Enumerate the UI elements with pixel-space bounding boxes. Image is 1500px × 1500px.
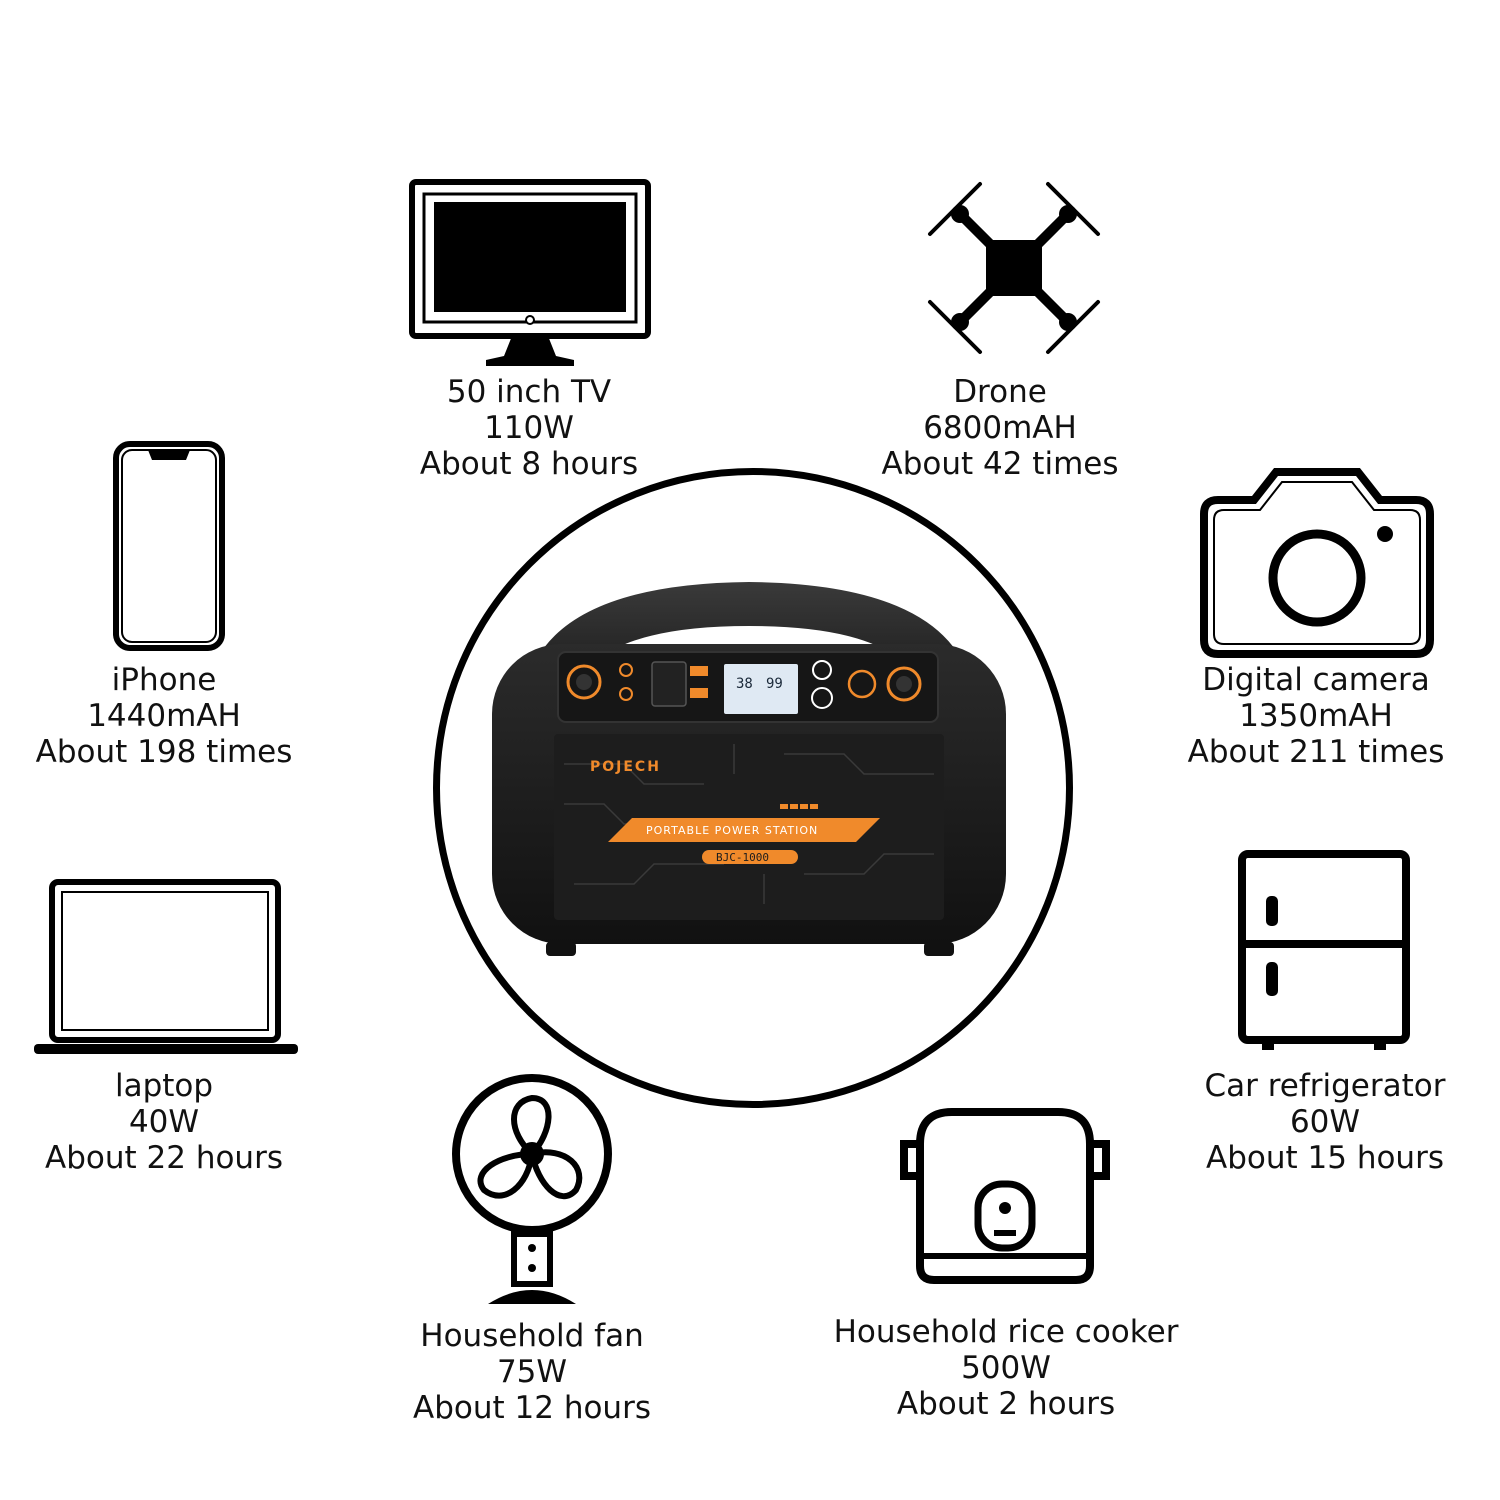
item-name: Household rice cooker: [833, 1314, 1179, 1350]
laptop-icon: [34, 879, 298, 1054]
item-duration: About 211 times: [1187, 734, 1445, 770]
item-name: Digital camera: [1202, 662, 1430, 698]
item-spec: 500W: [961, 1350, 1051, 1386]
phone-icon: [113, 441, 225, 651]
item-name: iPhone: [111, 662, 217, 698]
item-duration: About 12 hours: [413, 1390, 651, 1426]
phone-label: iPhone 1440mAH About 198 times: [14, 662, 314, 770]
item-spec: 40W: [128, 1104, 200, 1140]
fan-label: Household fan 75W About 12 hours: [382, 1318, 682, 1426]
refrigerator-icon: [1238, 850, 1410, 1050]
rice-cooker-label: Household rice cooker 500W About 2 hours: [806, 1314, 1206, 1422]
item-name: Household fan: [420, 1318, 644, 1354]
item-duration: About 8 hours: [419, 446, 639, 482]
item-spec: 75W: [496, 1354, 568, 1390]
item-duration: About 42 times: [881, 446, 1119, 482]
item-name: laptop: [114, 1068, 214, 1104]
item-duration: About 198 times: [35, 734, 293, 770]
brand-logo: POJECH: [590, 759, 661, 775]
laptop-label: laptop 40W About 22 hours: [14, 1068, 314, 1176]
item-name: Drone: [953, 374, 1047, 410]
item-spec: 60W: [1289, 1104, 1361, 1140]
camera-label: Digital camera 1350mAH About 211 times: [1166, 662, 1466, 770]
fan-icon: [452, 1074, 612, 1304]
item-name: 50 inch TV: [446, 374, 612, 410]
product-frame-circle: [433, 468, 1073, 1108]
rice-cooker-icon: [900, 1108, 1110, 1284]
item-duration: About 15 hours: [1206, 1140, 1444, 1176]
drone-icon: [928, 182, 1100, 354]
item-name: Car refrigerator: [1204, 1068, 1446, 1104]
power-station-image: 38 99 POJECH PORTABLE POWER STATION BJC-…: [492, 582, 1006, 956]
product-subtitle: PORTABLE POWER STATION: [646, 824, 818, 837]
item-spec: 6800mAH: [923, 410, 1077, 446]
product-model: BJC-1000: [716, 851, 769, 864]
item-spec: 110W: [484, 410, 574, 446]
tv-icon: [409, 179, 651, 366]
item-spec: 1350mAH: [1239, 698, 1393, 734]
item-duration: About 2 hours: [896, 1386, 1116, 1422]
refrigerator-label: Car refrigerator 60W About 15 hours: [1175, 1068, 1475, 1176]
tv-label: 50 inch TV 110W About 8 hours: [379, 374, 679, 482]
camera-icon: [1200, 468, 1434, 658]
item-duration: About 22 hours: [45, 1140, 283, 1176]
display-right-value: 99: [766, 676, 783, 692]
display-left-value: 38: [736, 676, 753, 692]
item-spec: 1440mAH: [87, 698, 241, 734]
drone-label: Drone 6800mAH About 42 times: [850, 374, 1150, 482]
